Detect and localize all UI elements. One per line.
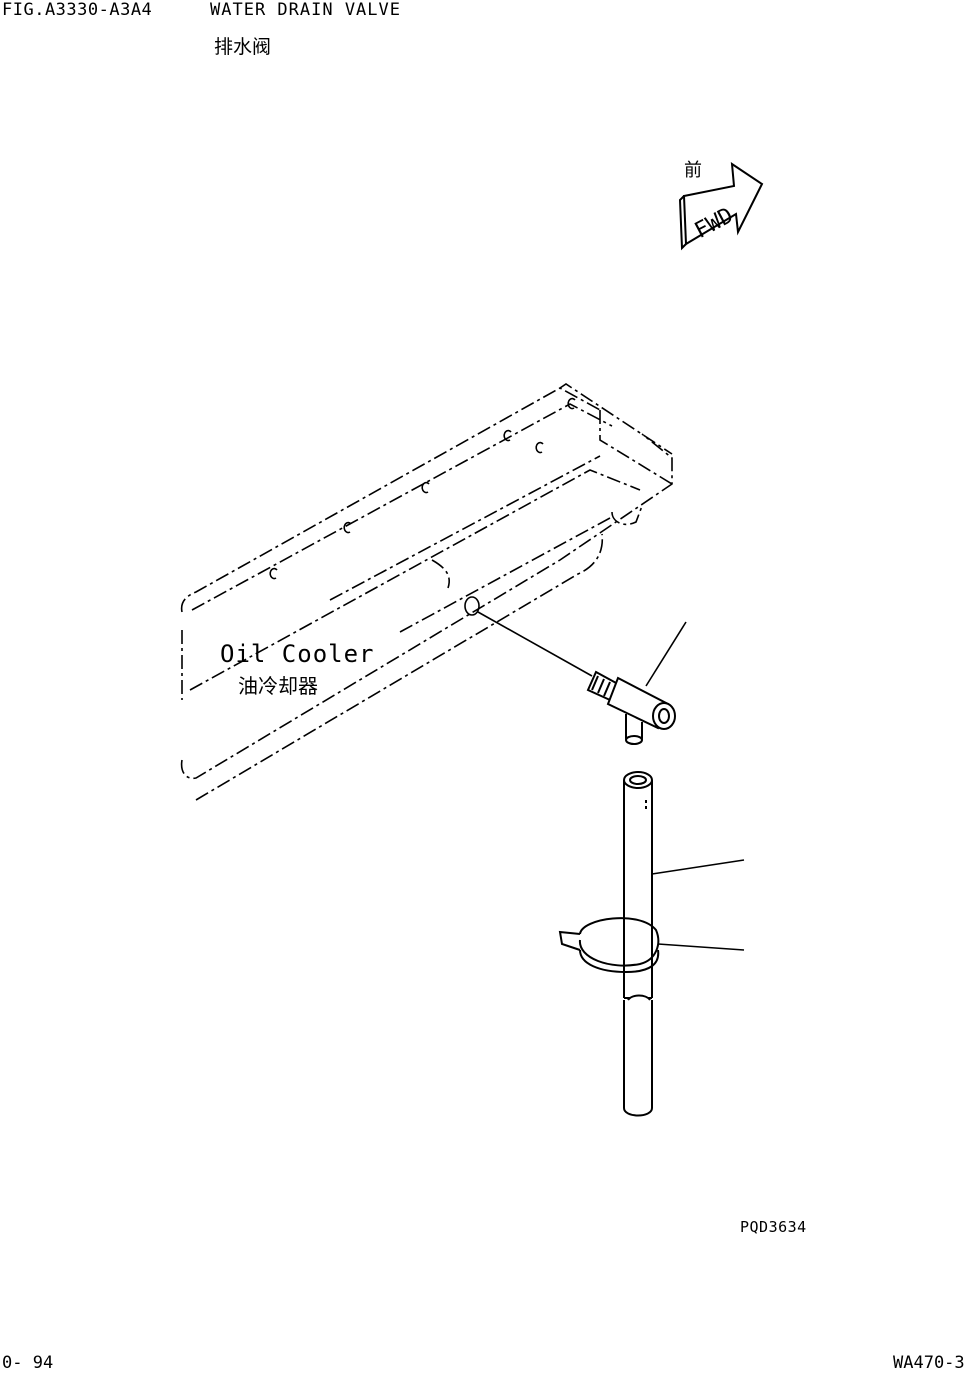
forward-label-chinese: 前 [684,160,702,181]
valve-callout-line [645,621,687,687]
page-title: WATER DRAIN VALVE [210,0,401,20]
oil-cooler-label: Oil Cooler [220,640,375,668]
drain-valve-icon [586,670,676,745]
oil-cooler-outline [180,383,673,801]
figure-code: FIG.A3330-A3A4 [2,0,153,20]
forward-arrow-icon: FWD [678,162,764,251]
hose-callout-line [651,859,745,875]
drawing-number: PQD3634 [740,1218,807,1236]
page-number: 0- 94 [2,1353,54,1373]
port-leader-line [477,611,593,677]
cooler-holes [269,397,576,616]
hose-clamp-icon [558,917,660,974]
clamp-callout-line [657,943,745,951]
drain-hose-icon [623,771,653,1117]
page-title-chinese: 排水阀 [214,36,272,58]
model-number: WA470-3 [893,1353,965,1373]
oil-cooler-label-chinese: 油冷却器 [238,674,318,698]
